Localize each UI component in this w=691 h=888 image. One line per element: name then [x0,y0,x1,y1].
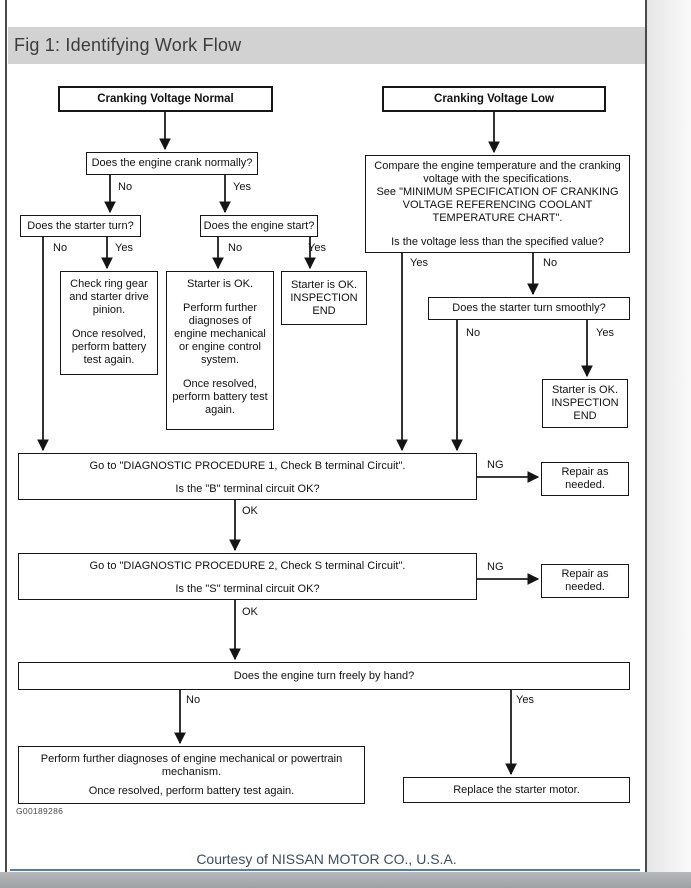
branch-label-yes: Yes [516,694,534,706]
node-cranking-voltage-normal: Cranking Voltage Normal [58,86,273,112]
node-engine-turn-freely: Does the engine turn freely by hand? [18,662,630,690]
node-starter-turn: Does the starter turn? [20,215,141,237]
node-text: Starter is OK. [186,278,254,290]
node-text: Perform further diagnoses of engine mech… [174,302,266,366]
node-text: Once resolved, perform battery test agai… [172,378,268,416]
node-inspection-end-right: Starter is OK. INSPECTION END [542,379,628,428]
node-text: Perform further diagnoses of engine mech… [40,752,343,778]
branch-label-no: No [228,242,243,254]
node-text: INSPECTION END [551,397,619,422]
branch-label-yes: Yes [410,257,428,269]
branch-label-no: No [186,694,201,706]
branch-label-ng: NG [487,561,504,573]
node-starter-ok-further-diagnoses: Starter is OK. Perform further diagnoses… [166,271,274,430]
node-text: Go to "DIAGNOSTIC PROCEDURE 1, Check B t… [89,460,406,472]
node-text: INSPECTION END [290,291,358,317]
node-repair-as-needed-2: Repair as needed. [541,564,629,598]
node-text: Is the "S" terminal circuit OK? [175,583,320,595]
node-replace-starter-motor: Replace the starter motor. [403,777,630,803]
node-text: Is the voltage less than the specified v… [391,235,604,248]
node-text: Is the "B" terminal circuit OK? [175,483,320,495]
node-perform-powertrain-diagnoses: Perform further diagnoses of engine mech… [18,746,365,804]
courtesy-text: Courtesy of NISSAN MOTOR CO., U.S.A. [196,851,457,867]
branch-label-ng: NG [487,459,504,471]
node-text: Compare the engine temperature and the c… [374,159,621,185]
figure-title-bar: Fig 1: Identifying Work Flow [8,27,645,64]
node-starter-turn-smoothly: Does the starter turn smoothly? [428,297,630,320]
node-text: See "MINIMUM SPECIFICATION OF CRANKING V… [376,185,619,224]
node-cranking-voltage-low: Cranking Voltage Low [382,86,606,112]
node-text: Starter is OK. [551,384,619,396]
node-engine-crank-normally: Does the engine crank normally? [86,152,258,175]
branch-label-yes: Yes [596,327,614,339]
right-border [645,0,647,872]
branch-label-no: No [53,242,68,254]
node-text: Once resolved, perform battery test agai… [71,328,147,366]
node-diagnostic-procedure-1: Go to "DIAGNOSTIC PROCEDURE 1, Check B t… [18,453,477,500]
branch-label-yes: Yes [308,242,326,254]
branch-label-ok: OK [242,606,258,618]
figure-code: G00189286 [16,806,64,816]
branch-label-no: No [543,257,558,269]
node-compare-voltage-spec: Compare the engine temperature and the c… [365,155,630,253]
node-inspection-end-left: Starter is OK. INSPECTION END [281,271,367,325]
node-text: Starter is OK. [290,278,358,291]
branch-label-yes: Yes [233,181,251,193]
node-check-ring-gear: Check ring gear and starter drive pinion… [60,271,158,375]
node-text: Check ring gear and starter drive pinion… [69,278,149,316]
node-text: Once resolved, perform battery test agai… [88,784,295,797]
window-bottom-bar [0,872,691,888]
figure-title: Fig 1: Identifying Work Flow [14,35,242,55]
node-diagnostic-procedure-2: Go to "DIAGNOSTIC PROCEDURE 2, Check S t… [18,553,477,600]
right-gutter [647,0,691,872]
branch-label-yes: Yes [115,242,133,254]
branch-label-no: No [466,327,481,339]
branch-label-ok: OK [242,505,258,517]
branch-label-no: No [118,181,133,193]
left-border [5,0,7,872]
node-text: Go to "DIAGNOSTIC PROCEDURE 2, Check S t… [89,560,406,572]
footer-rule [10,869,640,871]
node-engine-start: Does the engine start? [200,215,318,237]
node-repair-as-needed-1: Repair as needed. [541,462,629,496]
